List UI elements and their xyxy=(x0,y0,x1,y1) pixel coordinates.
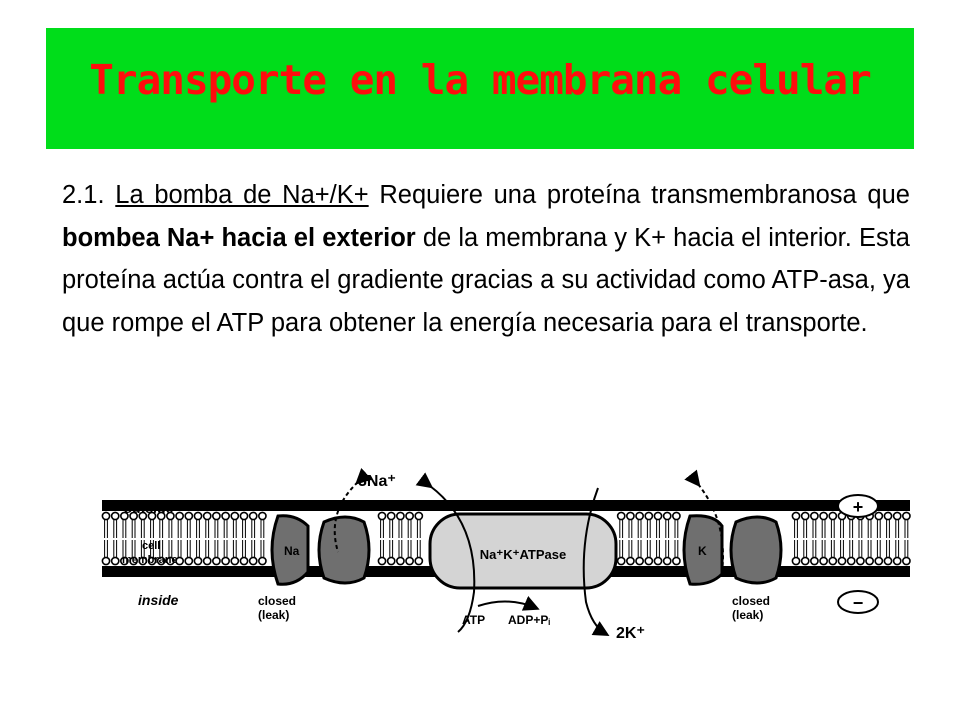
paragraph-part1: Requiere una proteína transmembranosa qu… xyxy=(379,181,910,209)
cell-membrane-label-line2: membrane xyxy=(122,554,178,566)
na-channel-label: Na xyxy=(284,544,300,558)
slide-title: Transporte en la membrana celular xyxy=(89,56,872,104)
pump-label: Na⁺K⁺ATPase xyxy=(480,547,566,562)
na-k-atpase-pump: Na⁺K⁺ATPase xyxy=(428,512,618,590)
paragraph-heading: La bomba de Na+/K+ xyxy=(115,181,369,209)
three-na-label: 3Na⁺ xyxy=(358,473,396,490)
atp-label: ATP xyxy=(462,613,485,627)
k-channel-state-line2: (leak) xyxy=(732,608,763,622)
paragraph-part2: de la membrana y K+ hacia el interior. E… xyxy=(62,223,910,337)
negative-charge-sign: − xyxy=(837,590,879,614)
transport-arrows xyxy=(333,467,724,636)
k-channel-label: K xyxy=(698,544,707,558)
minus-sign: − xyxy=(853,593,864,613)
body-paragraph: 2.1. La bomba de Na+/K+ Requiere una pro… xyxy=(62,174,910,344)
positive-charge-sign: + xyxy=(837,494,879,518)
sodium-potassium-pump-diagram: outside cell membrane inside Na closed (… xyxy=(101,467,911,642)
inside-label: inside xyxy=(138,592,179,608)
paragraph-number: 2.1. xyxy=(62,181,105,209)
two-k-label: 2K⁺ xyxy=(616,625,645,642)
plus-sign: + xyxy=(853,497,864,517)
k-channel-state-line1: closed xyxy=(732,594,770,608)
sodium-leak-channel: Na closed (leak) xyxy=(258,514,371,622)
outside-label: outside xyxy=(124,500,174,516)
lipid-upper-leaflet xyxy=(101,511,911,538)
paragraph-bold: bombea Na+ hacia el exterior xyxy=(62,223,416,252)
cell-membrane-label-line1: cell xyxy=(142,540,160,552)
na-channel-state-line1: closed xyxy=(258,594,296,608)
adp-label: ADP+Pᵢ xyxy=(508,613,550,627)
na-channel-state-line2: (leak) xyxy=(258,608,289,622)
potassium-leak-channel: K closed (leak) xyxy=(682,514,783,622)
title-bar xyxy=(46,28,914,149)
lipid-lower-leaflet xyxy=(101,540,911,566)
